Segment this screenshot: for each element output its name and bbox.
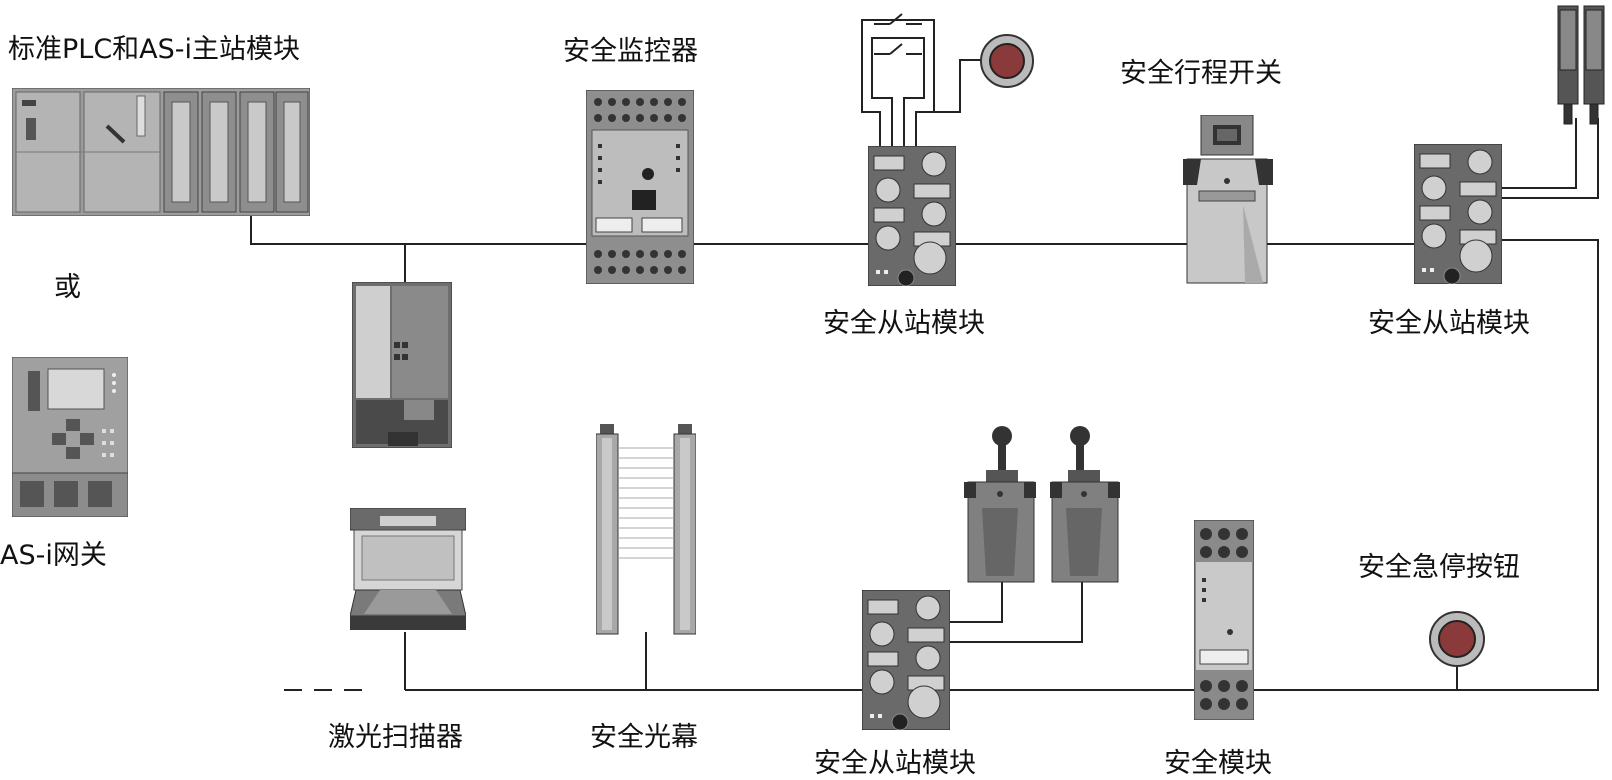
right-bus-line [1502, 239, 1599, 691]
gateway-label: AS-i网关 [0, 540, 107, 571]
slave-top-1-label: 安全从站模块 [823, 308, 985, 339]
estop-button-bottom-icon [1429, 611, 1485, 667]
safety-slave-module-top-1 [868, 146, 956, 286]
light-curtain-device [596, 424, 696, 635]
monitor-label: 安全监控器 [563, 36, 698, 67]
sensor-wire-2 [1502, 118, 1599, 199]
or-label: 或 [54, 272, 81, 303]
estop-button-top-icon [980, 34, 1034, 88]
limit-switch-wire-1 [946, 580, 1003, 623]
door-switch-wire [861, 19, 935, 148]
estop-label: 安全急停按钮 [1358, 552, 1520, 583]
safety-slave-module-top-2 [1414, 144, 1502, 284]
power-supply-device [352, 282, 452, 448]
photoelectric-sensors-icon [1557, 5, 1605, 125]
limit-switch-1-device [964, 426, 1036, 583]
sensor-wire-1 [1502, 118, 1577, 189]
slave-top-2-label: 安全从站模块 [1368, 308, 1530, 339]
safety-module-device [1194, 520, 1254, 720]
door-switch-contacts [874, 13, 922, 55]
light-curtain-label: 安全光幕 [590, 722, 698, 753]
plc-rack-device [12, 88, 310, 216]
estop-top-wire [930, 59, 985, 113]
limit-switch-wire-2 [946, 580, 1083, 643]
upper-bus-line [250, 214, 1420, 245]
safety-monitor-device [586, 90, 694, 284]
safety-slave-module-bottom [862, 590, 950, 730]
as-i-gateway-device [12, 357, 128, 517]
limit-switch-2-device [1050, 426, 1120, 583]
slave-bottom-label: 安全从站模块 [814, 748, 976, 779]
plc-label: 标准PLC和AS-i主站模块 [8, 34, 301, 65]
safety-module-label: 安全模块 [1164, 748, 1272, 779]
safety-travel-switch-device [1183, 115, 1273, 284]
door-switch-wire-2 [871, 37, 925, 148]
travel-switch-label: 安全行程开关 [1120, 58, 1282, 89]
laser-scanner-device [350, 508, 466, 630]
scanner-label: 激光扫描器 [328, 722, 463, 753]
